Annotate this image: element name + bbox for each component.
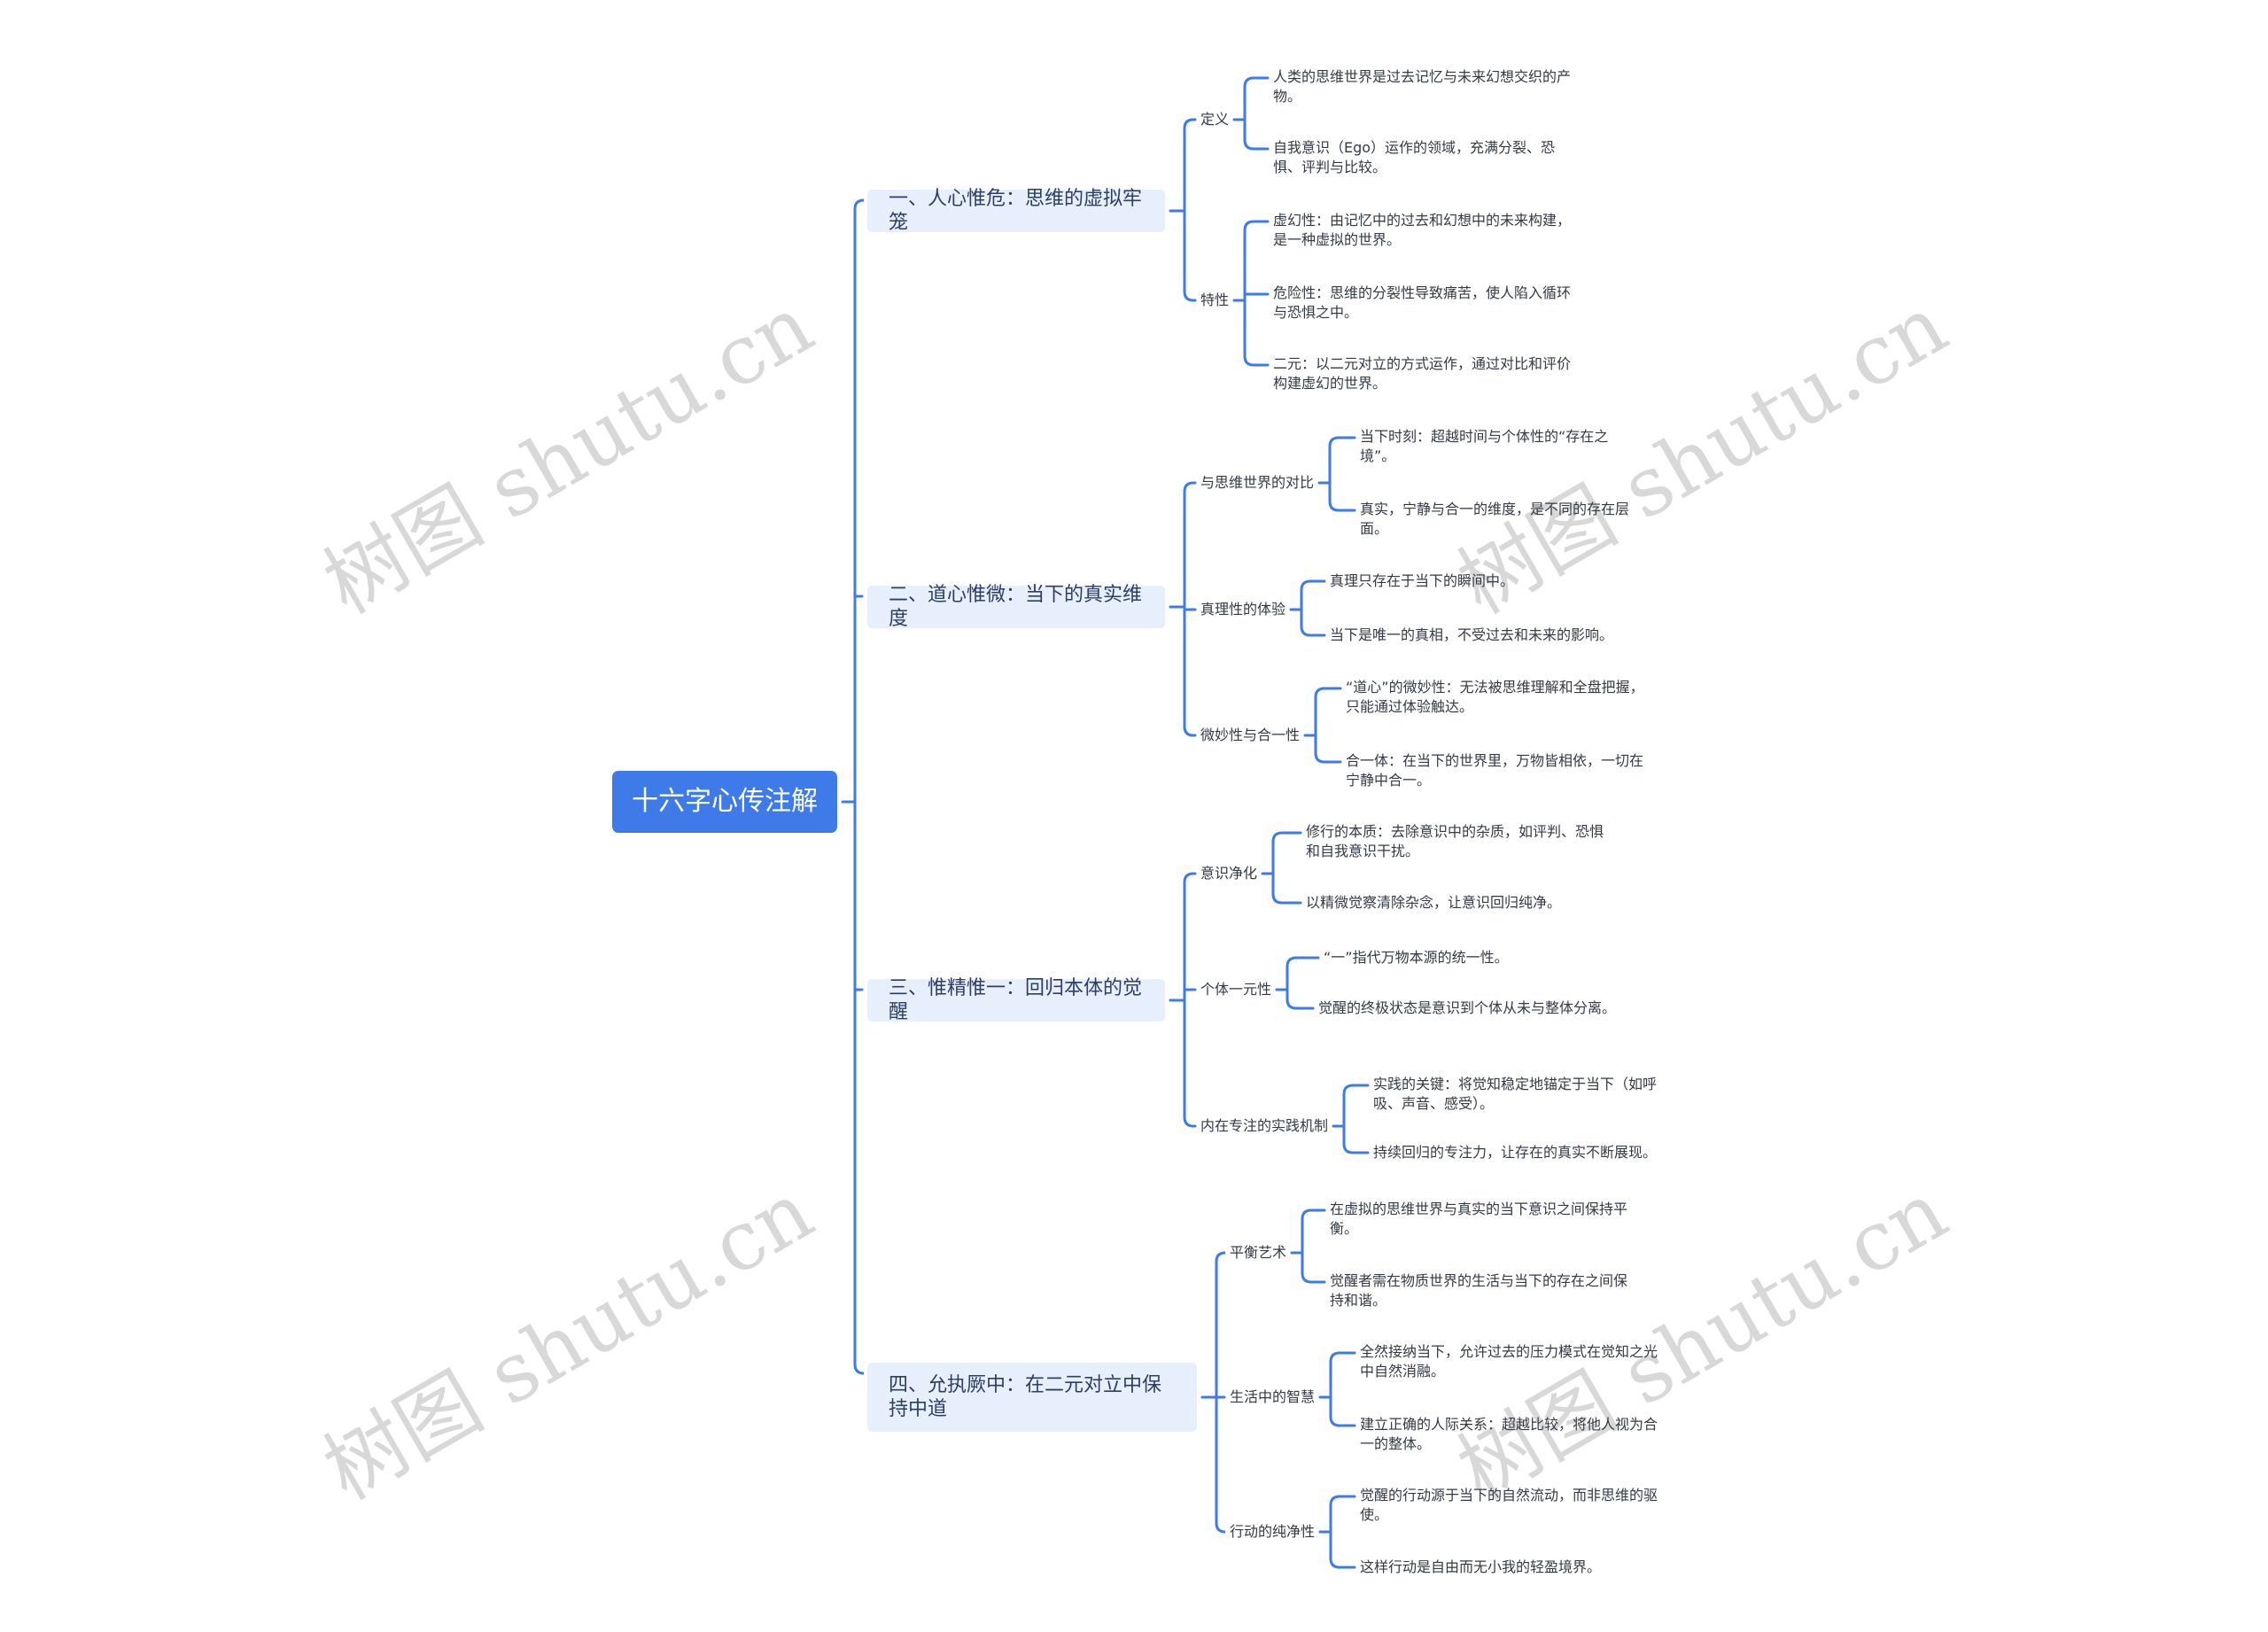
root-connector	[841, 198, 865, 1375]
branch-1-topic-1-leaf-1: 人类的思维世界是过去记忆与未来幻想交织的产物。	[1273, 68, 1572, 105]
branch-3-topic-2-leaf-2: 觉醒的终极状态是意识到个体从未与整体分离。	[1318, 999, 1617, 1016]
branch-4-topic-3-leaf-2: 这样行动是自由而无小我的轻盈境界。	[1360, 1558, 1602, 1575]
branch-3-topic-3[interactable]: 内在专注的实践机制	[1200, 1117, 1329, 1134]
branch-3-topic-2[interactable]: 个体一元性	[1200, 981, 1272, 998]
branch-2-topic-3-connector	[1303, 687, 1342, 764]
branch-1[interactable]: 一、人心惟危：思维的虚拟牢笼	[867, 188, 1165, 234]
branch-2-topic-2-connector	[1289, 579, 1326, 637]
branch-3-topic-1-leaf-2: 以精微觉察清除杂念，让意识回归纯净。	[1306, 894, 1562, 911]
branch-2-topic-1[interactable]: 与思维世界的对比	[1200, 474, 1315, 491]
branch-3[interactable]: 三、惟精惟一：回归本体的觉醒	[867, 977, 1165, 1023]
branch-3-topic-3-leaf-2: 持续回归的专注力，让存在的真实不断展现。	[1373, 1144, 1658, 1161]
branch-2-topic-1-leaf-2: 真实，宁静与合一的维度，是不同的存在层面。	[1360, 501, 1630, 538]
branch-4-topic-2-leaf-2: 建立正确的人际关系：超越比较，将他人视为合一的整体。	[1360, 1416, 1658, 1453]
branch-2-topic-2-leaf-2: 当下是唯一的真相，不受过去和未来的影响。	[1330, 626, 1614, 643]
branch-2-topic-2-leaf-1: 真理只存在于当下的瞬间中。	[1330, 572, 1515, 589]
branch-1-topic-1-connector	[1232, 76, 1270, 151]
branch-1-topic-2-leaf-3: 二元：以二元对立的方式运作，通过对比和评价构建虚幻的世界。	[1273, 355, 1572, 392]
branch-4-topic-2-connector	[1318, 1351, 1356, 1427]
branch-4-topic-3-connector	[1318, 1495, 1356, 1569]
branch-1-topic-2-leaf-2: 危险性：思维的分裂性导致痛苦，使人陷入循环与恐惧之中。	[1273, 284, 1572, 322]
branch-3-topic-2-connector	[1275, 956, 1320, 1010]
branch-3-connector	[1169, 872, 1197, 1128]
branch-3-topic-1-leaf-1: 修行的本质：去除意识中的杂质，如评判、恐惧和自我意识干扰。	[1306, 823, 1604, 860]
branch-2-topic-2[interactable]: 真理性的体验	[1200, 601, 1286, 618]
branch-2[interactable]: 二、道心惟微：当下的真实维度	[867, 584, 1165, 630]
branch-2-topic-3-leaf-2: 合一体：在当下的世界里，万物皆相依，一切在宁静中合一。	[1346, 752, 1644, 789]
branch-2-topic-3-leaf-1: “道心”的微妙性：无法被思维理解和全盘把握，只能通过体验触达。	[1346, 679, 1644, 716]
branch-2-connector	[1169, 481, 1197, 737]
branch-1-topic-1-leaf-2: 自我意识（Ego）运作的领域，充满分裂、恐惧、评判与比较。	[1273, 139, 1556, 176]
branch-1-topic-2-connector	[1232, 220, 1270, 367]
branch-4-topic-1-leaf-2: 觉醒者需在物质世界的生活与当下的存在之间保持和谐。	[1330, 1272, 1628, 1309]
branch-3-topic-3-connector	[1332, 1084, 1370, 1154]
branch-3-topic-3-leaf-1: 实践的关键：将觉知稳定地锚定于当下（如呼吸、声音、感受）。	[1373, 1076, 1658, 1113]
branch-1-topic-2-leaf-1: 虚幻性：由记忆中的过去和幻想中的未来构建，是一种虚拟的世界。	[1273, 212, 1572, 249]
branch-4-topic-2-leaf-1: 全然接纳当下，允许过去的压力模式在觉知之光中自然消融。	[1360, 1343, 1658, 1380]
branch-4-topic-1-leaf-1: 在虚拟的思维世界与真实的当下意识之间保持平衡。	[1330, 1201, 1628, 1238]
branch-2-topic-1-leaf-1: 当下时刻：超越时间与个体性的“存在之境”。	[1360, 428, 1609, 465]
branch-4-topic-3-leaf-1: 觉醒的行动源于当下的自然流动，而非思维的驱使。	[1360, 1487, 1658, 1524]
branch-1-topic-2[interactable]: 特性	[1200, 291, 1230, 308]
branch-3-topic-1-connector	[1261, 831, 1302, 905]
branch-2-topic-3[interactable]: 微妙性与合一性	[1200, 727, 1301, 743]
branch-3-topic-2-leaf-1: “一”指代万物本源的统一性。	[1324, 949, 1509, 966]
branch-4-topic-2[interactable]: 生活中的智慧	[1230, 1388, 1316, 1405]
root-node[interactable]: 十六字心传注解	[612, 771, 837, 833]
branch-2-topic-1-connector	[1317, 436, 1356, 512]
branch-4-topic-1[interactable]: 平衡艺术	[1230, 1244, 1287, 1261]
branch-4[interactable]: 四、允执厥中：在二元对立中保持中道	[867, 1363, 1197, 1432]
branch-4-connector	[1200, 1251, 1226, 1534]
branch-4-topic-3[interactable]: 行动的纯净性	[1230, 1523, 1316, 1540]
branch-3-topic-1[interactable]: 意识净化	[1200, 865, 1258, 882]
branch-1-connector	[1169, 118, 1197, 302]
branch-1-topic-1[interactable]: 定义	[1200, 111, 1230, 128]
branch-4-topic-1-connector	[1290, 1208, 1326, 1284]
